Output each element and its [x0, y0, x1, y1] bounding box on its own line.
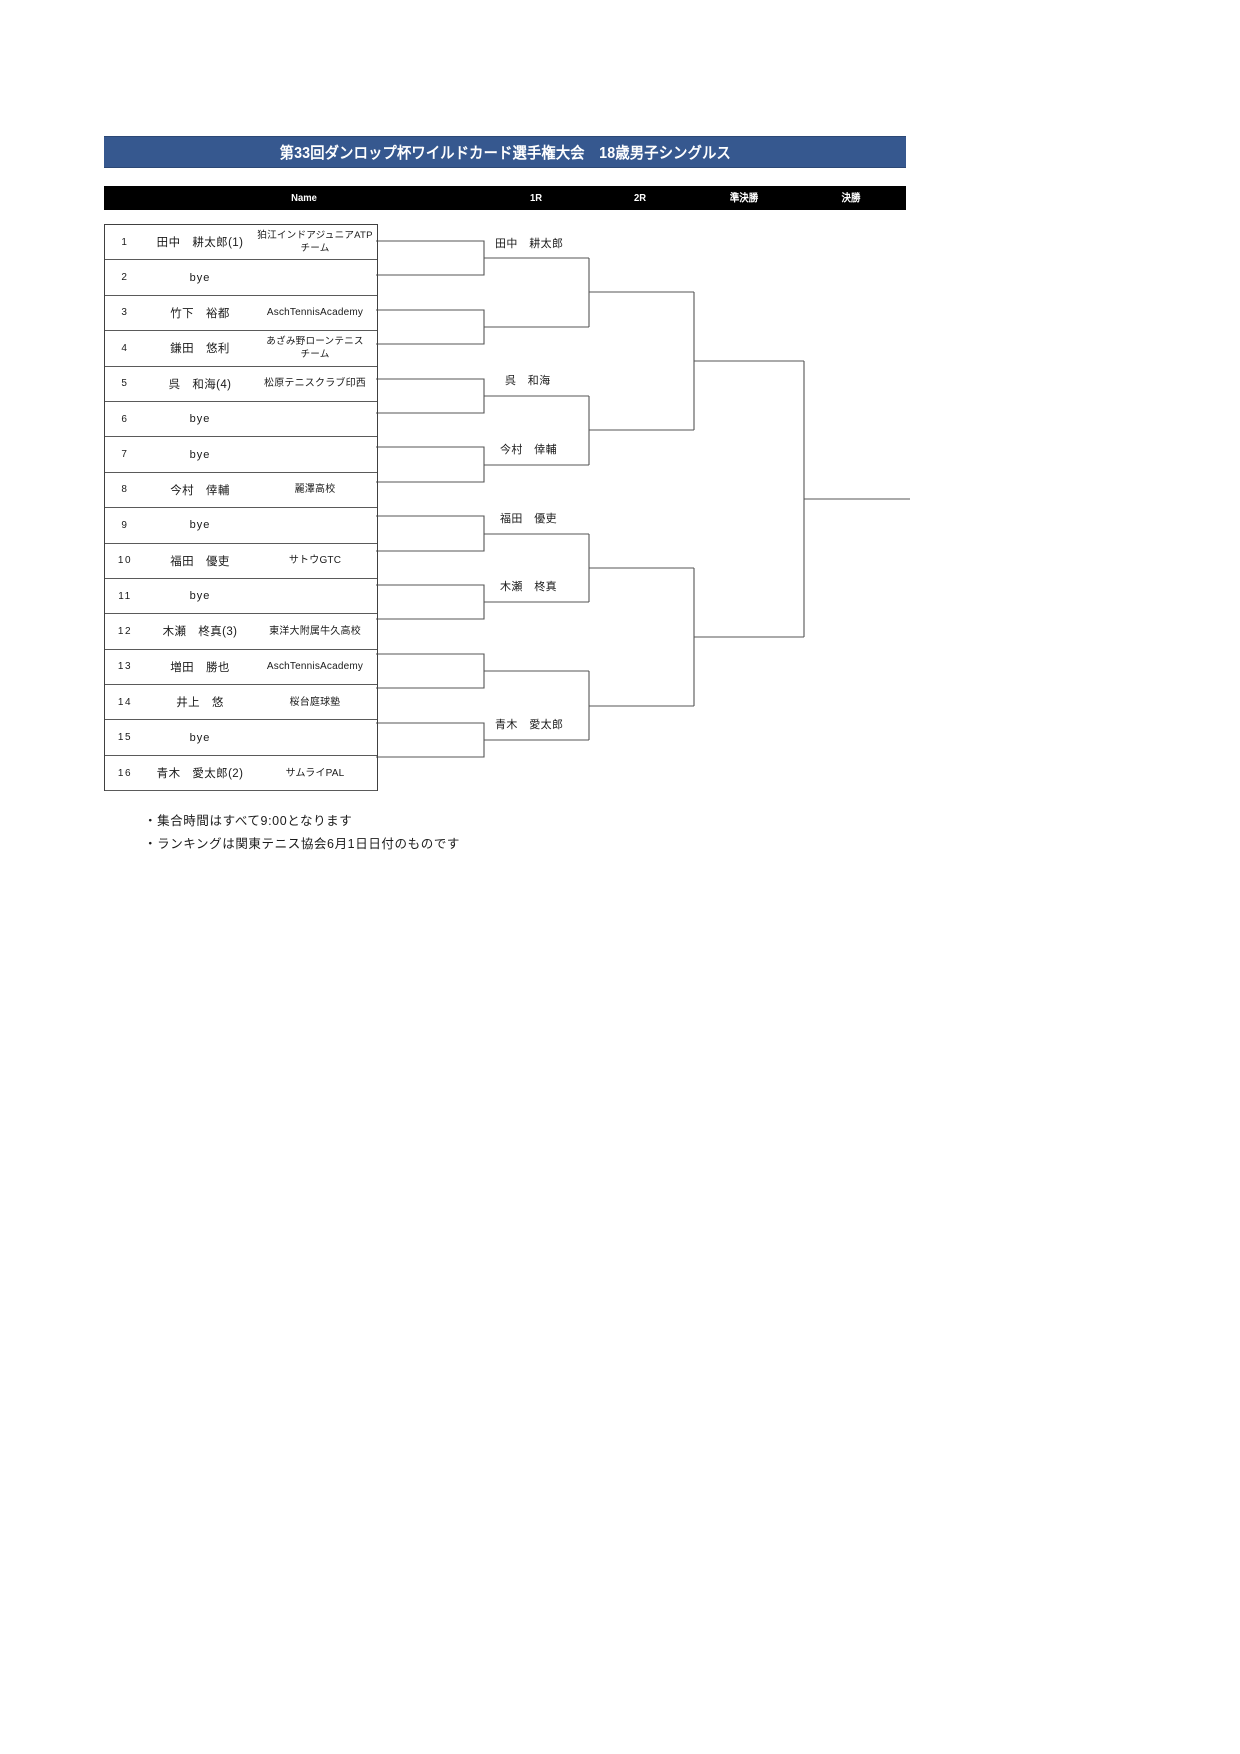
bracket-lines: [376, 240, 910, 758]
draw-row: 6 bye: [105, 402, 377, 438]
draw-row: 14 井上 悠 桜台庭球塾: [105, 685, 377, 721]
note-item: ・ランキングは関東テニス協会6月1日日付のものです: [144, 837, 461, 851]
club-name: サムライPAL: [285, 767, 345, 779]
draw-position-number: 5: [121, 378, 129, 390]
draw-row: 12 木瀬 柊真(3) 東洋大附属牛久高校: [105, 614, 377, 650]
player-name: 竹下 裕都: [170, 307, 230, 320]
club-name: 東洋大附属牛久高校: [269, 625, 361, 637]
player-name: 木瀬 柊真(3): [162, 626, 238, 639]
draw-position-number: 7: [121, 449, 129, 461]
draw-row: 3 竹下 裕都 AschTennisAcademy: [105, 296, 377, 332]
draw-position-number: 16: [117, 767, 133, 779]
column-header-bar: Name 1R 2R 準決勝 決勝: [104, 186, 906, 210]
player-name: 呉 和海(4): [168, 378, 232, 391]
club-name: 松原テニスクラブ印西: [264, 378, 366, 390]
column-header-r2: 2R: [633, 192, 647, 204]
player-name: 井上 悠: [176, 697, 224, 710]
draw-position-number: 14: [117, 696, 133, 708]
bye-label: bye: [189, 413, 211, 426]
player-name: 増田 勝也: [170, 661, 230, 674]
draw-position-number: 12: [117, 625, 133, 637]
bye-label: bye: [189, 731, 211, 744]
draw-position-number: 11: [118, 590, 132, 602]
footer-notes: ・集合時間はすべて9:00となります ・ランキングは関東テニス協会6月1日日付の…: [144, 810, 844, 856]
draw-row: 7 bye: [105, 437, 377, 473]
bye-label: bye: [189, 590, 211, 603]
player-name: 田中 耕太郎(1): [156, 237, 244, 250]
draw-row: 1 田中 耕太郎(1) 狛江インドアジュニアATP チーム: [105, 225, 377, 261]
club-name: AschTennisAcademy: [266, 661, 364, 673]
draw-position-number: 3: [121, 307, 129, 319]
tournament-title-banner: 第33回ダンロップ杯ワイルドカード選手権大会 18歳男子シングルス: [104, 136, 906, 168]
club-name: サトウGTC: [288, 555, 342, 567]
draw-table: 1 田中 耕太郎(1) 狛江インドアジュニアATP チーム 2 bye 3 竹下 裕都 Asc…: [104, 224, 378, 792]
draw-position-number: 4: [121, 342, 129, 354]
player-name: 福田 優吏: [170, 555, 230, 568]
draw-row: 13 増田 勝也 AschTennisAcademy: [105, 650, 377, 686]
player-name: 鎌田 悠利: [170, 343, 230, 356]
club-name: AschTennisAcademy: [266, 307, 364, 319]
column-header-name: Name: [291, 192, 317, 204]
draw-row: 11 bye: [105, 579, 377, 615]
draw-position-number: 9: [121, 519, 129, 531]
draw-position-number: 6: [121, 413, 129, 425]
draw-row: 10 福田 優吏 サトウGTC: [105, 544, 377, 579]
bye-label: bye: [189, 448, 211, 461]
club-name: 桜台庭球塾: [289, 696, 341, 708]
draw-row: 5 呉 和海(4) 松原テニスクラブ印西: [105, 367, 377, 402]
column-header-final: 決勝: [841, 192, 861, 204]
draw-position-number: 10: [117, 555, 133, 567]
column-header-semifinal: 準決勝: [729, 192, 759, 204]
round2-winner-name: 福田 優吏: [500, 513, 557, 525]
draw-position-number: 2: [121, 272, 129, 284]
draw-row: 8 今村 倖輔 麗澤高校: [105, 473, 377, 509]
bye-label: bye: [189, 519, 211, 532]
player-name: 今村 倖輔: [170, 484, 230, 497]
page-title: 第33回ダンロップ杯ワイルドカード選手権大会 18歳男子シングルス: [279, 145, 731, 162]
column-header-r1: 1R: [529, 192, 543, 204]
draw-row: 15 bye: [105, 720, 377, 756]
draw-position-number: 15: [117, 732, 133, 744]
round2-winner-name: 田中 耕太郎: [495, 238, 564, 250]
draw-position-number: 13: [117, 661, 133, 673]
round2-winner-name: 今村 倖輔: [500, 444, 557, 456]
round2-winner-name: 青木 愛太郎: [495, 719, 564, 731]
draw-row: 4 鎌田 悠利 あざみ野ローンテニス チーム: [105, 331, 377, 367]
bye-label: bye: [189, 271, 211, 284]
club-name: 麗澤高校: [294, 484, 336, 496]
draw-row: 9 bye: [105, 508, 377, 544]
round2-winner-name: 木瀬 柊真: [500, 581, 557, 593]
draw-position-number: 1: [121, 236, 129, 248]
round2-winner-name: 呉 和海: [505, 375, 551, 387]
player-name: 青木 愛太郎(2): [156, 768, 244, 781]
draw-row: 16 青木 愛太郎(2) サムライPAL: [105, 756, 377, 792]
note-item: ・集合時間はすべて9:00となります: [144, 814, 353, 828]
club-name: あざみ野ローンテニス チーム: [266, 336, 364, 361]
draw-row: 2 bye: [105, 260, 377, 296]
draw-position-number: 8: [121, 484, 129, 496]
club-name: 狛江インドアジュニアATP チーム: [257, 230, 373, 255]
